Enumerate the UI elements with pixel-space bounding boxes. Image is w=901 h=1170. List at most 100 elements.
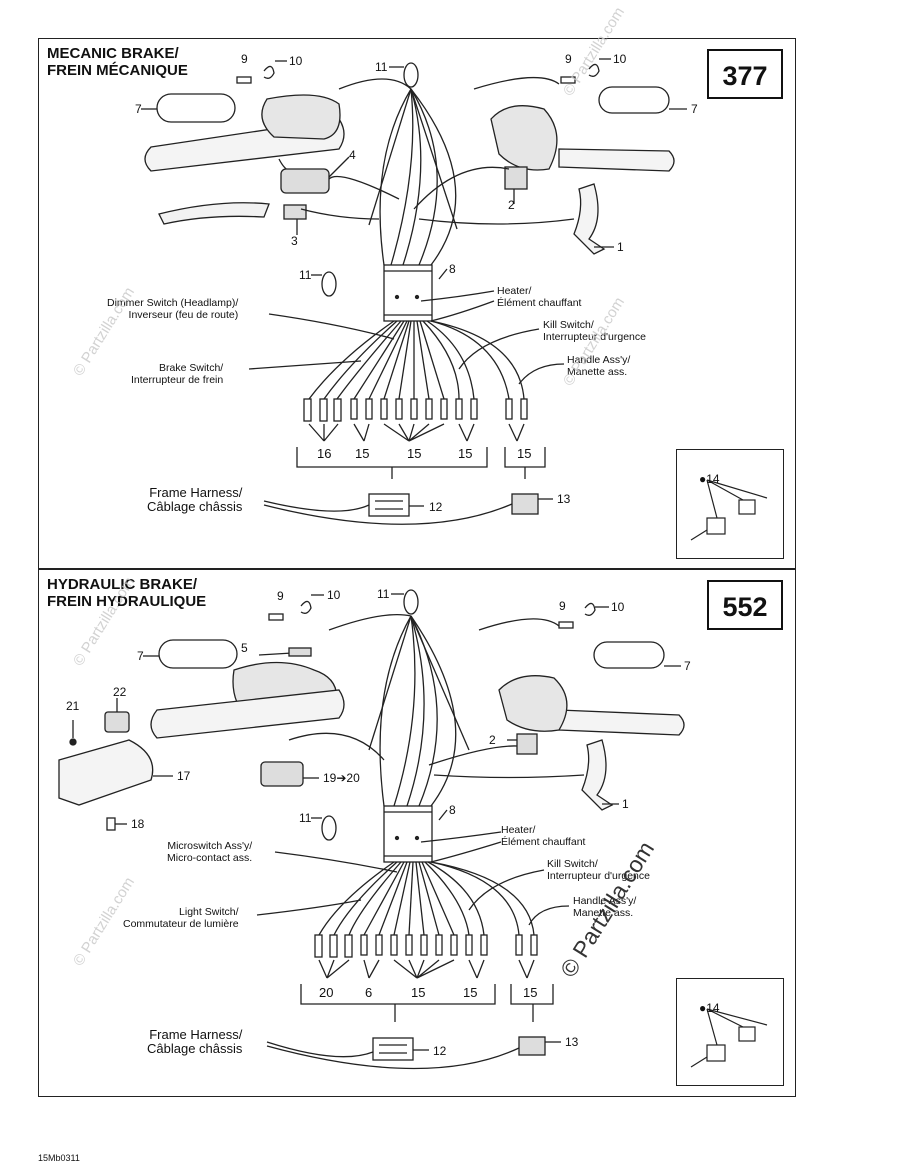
handlebar-right	[558, 709, 685, 736]
hydraulic-brake-panel: HYDRAULIC BRAKE/ FREIN HYDRAULIQUE 552	[38, 569, 796, 1097]
callout-5: 5	[241, 641, 248, 655]
label-frame-harness: Frame Harness/ Câblage châssis	[147, 485, 243, 514]
callout-10-left: 10	[327, 588, 341, 602]
harness-sleeve-8	[383, 805, 433, 863]
drop-icon: ●	[699, 472, 707, 486]
group-15-c: 15	[458, 446, 473, 461]
title-line-1: HYDRAULIC BRAKE/	[47, 576, 197, 593]
group-15-b: 15	[463, 985, 478, 1000]
throttle-housing-right	[490, 105, 558, 171]
grip-right	[598, 86, 670, 114]
callout-11-mid: 11	[299, 811, 312, 825]
callout-1: 1	[622, 797, 629, 811]
title-line-2: FREIN HYDRAULIQUE	[47, 593, 207, 610]
label-kill-switch: Kill Switch/ Interrupteur d'urgence	[547, 858, 650, 882]
screw-21	[69, 738, 77, 746]
callout-7-left: 7	[137, 649, 144, 663]
grip-left	[156, 93, 236, 123]
brake-lever-3	[158, 202, 270, 225]
drop-icon: ●	[699, 1001, 707, 1015]
inset-label-14: ●14	[699, 1001, 720, 1015]
callout-13: 13	[557, 492, 571, 506]
callout-4: 4	[349, 148, 356, 162]
group-15-a: 15	[411, 985, 426, 1000]
panel-title: MECANIC BRAKE/ FREIN MÉCANIQUE	[47, 45, 188, 79]
callout-7-right: 7	[684, 659, 691, 673]
panel-title: HYDRAULIC BRAKE/ FREIN HYDRAULIQUE	[47, 576, 206, 610]
callout-9-left: 9	[277, 589, 284, 603]
callout-11-mid: 11	[299, 268, 312, 282]
wiring-diagram-top	[141, 58, 687, 525]
callout-1: 1	[617, 240, 624, 254]
callout-2: 2	[508, 198, 515, 212]
label-dimmer-switch: Dimmer Switch (Headlamp)/ Inverseur (feu…	[107, 297, 239, 321]
group-15-a: 15	[355, 446, 370, 461]
switch-2	[504, 166, 528, 190]
group-20: 20	[319, 985, 334, 1000]
callout-9-right: 9	[565, 52, 572, 66]
callout-10-right: 10	[611, 600, 625, 614]
switch-19-20	[260, 761, 304, 787]
handlebar-left	[150, 689, 345, 739]
group-15-c: 15	[523, 985, 538, 1000]
label-frame-harness: Frame Harness/ Câblage châssis	[147, 1027, 243, 1056]
connector-12	[372, 1037, 414, 1061]
inset-drawing	[690, 479, 768, 541]
bracket-1	[573, 183, 606, 255]
inset-label-14: ●14	[699, 472, 720, 486]
label-light-switch: Light Switch/ Commutateur de lumière	[123, 906, 239, 930]
wiring-diagram-bottom	[58, 589, 685, 1070]
callout-21: 21	[66, 699, 80, 713]
throttle-housing-right	[498, 675, 568, 732]
panel-number-box: 552	[707, 580, 783, 630]
callout-12: 12	[433, 1044, 447, 1058]
callout-10-right: 10	[613, 52, 627, 66]
callout-7-right: 7	[691, 102, 698, 116]
callout-17: 17	[177, 769, 191, 783]
group-15-b: 15	[407, 446, 422, 461]
panel-number-box: 377	[707, 49, 783, 99]
callout-11-top: 11	[377, 587, 390, 601]
title-line-1: MECANIC BRAKE/	[47, 45, 179, 62]
switch-2	[516, 733, 538, 755]
grip-left	[158, 639, 238, 669]
callout-12: 12	[429, 500, 443, 514]
connector-13	[518, 1036, 546, 1056]
callout-3: 3	[291, 234, 298, 248]
label-heater: Heater/ Élément chauffant	[501, 824, 586, 848]
label-handle-assy: Handle Ass'y/ Manette ass.	[573, 895, 637, 919]
callout-19-20: 19➔20	[323, 771, 360, 785]
brake-switch-3	[283, 204, 307, 220]
label-brake-switch: Brake Switch/ Interrupteur de frein	[131, 362, 224, 386]
inset-drawing	[690, 1008, 768, 1068]
figure-code: 15Mb0311	[38, 1153, 80, 1163]
grip-right	[593, 641, 665, 669]
brake-lever-left	[261, 94, 341, 140]
callout-11-top: 11	[375, 60, 388, 74]
callout-7-left: 7	[135, 102, 142, 116]
callout-2: 2	[489, 733, 496, 747]
callout-22: 22	[113, 685, 127, 699]
harness-sleeve-8	[383, 264, 433, 322]
inset-box-14: ●14	[676, 978, 784, 1086]
callout-9-right: 9	[559, 599, 566, 613]
handlebar-right	[558, 148, 675, 172]
label-microswitch: Microswitch Ass'y/ Micro-contact ass.	[167, 840, 253, 864]
group-15-d: 15	[517, 446, 532, 461]
label-kill-switch: Kill Switch/ Interrupteur d'urgence	[543, 319, 646, 343]
callout-10-left: 10	[289, 54, 303, 68]
mechanical-brake-panel: MECANIC BRAKE/ FREIN MÉCANIQUE 377	[38, 38, 796, 569]
callout-13: 13	[565, 1035, 579, 1049]
title-line-2: FREIN MÉCANIQUE	[47, 62, 188, 79]
callout-8: 8	[449, 262, 456, 276]
inset-box-14: ●14	[676, 449, 784, 559]
group-16: 16	[317, 446, 332, 461]
callout-18: 18	[131, 817, 145, 831]
cover-17	[58, 739, 154, 806]
callout-8: 8	[449, 803, 456, 817]
connector-13	[511, 493, 539, 515]
connector-12	[368, 493, 410, 517]
label-heater: Heater/ Élément chauffant	[497, 285, 582, 309]
decal-22	[104, 711, 130, 733]
